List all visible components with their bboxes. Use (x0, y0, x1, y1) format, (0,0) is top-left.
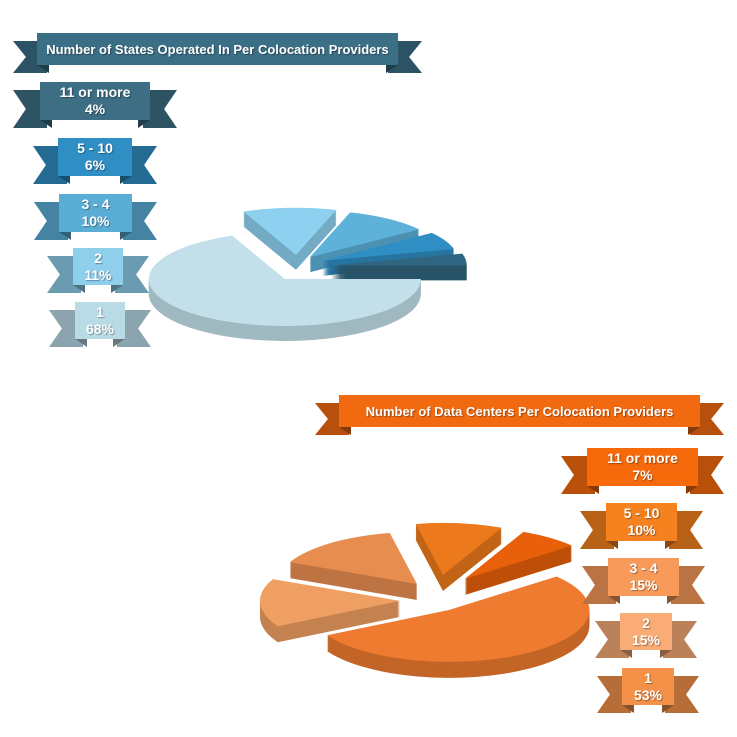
pie-slice-11ormore (330, 253, 467, 281)
legend-percent: 15% (631, 631, 661, 648)
chart-title-ribbon: Number of States Operated In Per Colocat… (13, 33, 422, 73)
ribbon-fold (113, 339, 125, 347)
ribbon-fold (608, 596, 620, 604)
ribbon-fold (660, 650, 672, 658)
ribbon-fold (622, 705, 634, 713)
legend-category: 5 - 10 (77, 140, 113, 156)
ribbon-fold (339, 427, 351, 435)
ribbon-fold (111, 285, 123, 293)
pie-slice-top (327, 576, 590, 662)
pie-slice-2 (260, 579, 401, 643)
ribbon-fold (667, 596, 679, 604)
legend-category: 2 (94, 249, 102, 266)
ribbon-fold (665, 541, 677, 549)
chart-title-text: Number of States Operated In Per Colocat… (46, 41, 389, 57)
pie-slice-top (322, 232, 454, 261)
ribbon-fold (37, 65, 49, 73)
pie-slice-2 (243, 207, 337, 270)
pie-slice-1 (327, 576, 590, 678)
legend-percent: 4% (84, 101, 106, 117)
legend-category: 1 (644, 669, 652, 686)
legend-percent: 7% (632, 467, 653, 483)
ribbon-fold (587, 486, 599, 494)
ribbon-fold (40, 120, 52, 128)
ribbon-fold (662, 705, 674, 713)
ribbon-fold (620, 650, 632, 658)
chart-title: Number of Data Centers Per Colocation Pr… (339, 395, 700, 427)
ribbon-fold (686, 486, 698, 494)
pie-slice-top (330, 253, 467, 266)
ribbon-fold (386, 65, 398, 73)
ribbon-fold (59, 232, 71, 240)
ribbon-fold (688, 427, 700, 435)
ribbon-fold (75, 339, 87, 347)
pie-slice-top (243, 207, 337, 255)
pie-slice-top (464, 531, 572, 580)
pie-slice-5-10 (415, 522, 502, 591)
chart-title-text: Number of Data Centers Per Colocation Pr… (365, 403, 674, 419)
legend-percent: 15% (629, 577, 658, 593)
legend-percent: 53% (633, 686, 663, 703)
chart-title-ribbon: Number of Data Centers Per Colocation Pr… (315, 395, 724, 435)
pie-slice-11ormore (464, 531, 572, 596)
pie-slice-top (260, 579, 401, 627)
pie-slice-top (289, 532, 417, 584)
legend-percent: 10% (627, 522, 656, 538)
legend-percent: 10% (81, 213, 110, 229)
chart-title: Number of States Operated In Per Colocat… (37, 33, 398, 65)
legend-category: 11 or more (59, 84, 131, 100)
pie-slice-top (309, 212, 420, 258)
ribbon-fold (73, 285, 85, 293)
legend-percent: 6% (84, 157, 106, 173)
ribbon-fold (58, 176, 70, 184)
ribbon-fold (120, 232, 132, 240)
legend-category: 5 - 10 (623, 505, 660, 521)
pie-slice-top (415, 522, 502, 575)
pie-slice-3-4 (289, 532, 417, 600)
pie-slice-1 (148, 235, 421, 341)
legend-category: 11 or more (607, 450, 678, 466)
legend-percent: 11% (84, 266, 112, 283)
ribbon-fold (120, 176, 132, 184)
ribbon-fold (606, 541, 618, 549)
legend-category: 1 (96, 303, 104, 320)
pie-slice-top (148, 235, 421, 326)
legend-percent: 68% (85, 320, 115, 337)
legend-category: 3 - 4 (629, 560, 658, 576)
legend-category: 2 (642, 614, 650, 631)
ribbon-fold (138, 120, 150, 128)
legend-category: 3 - 4 (81, 196, 110, 212)
pie-slice-3-4 (309, 212, 420, 273)
